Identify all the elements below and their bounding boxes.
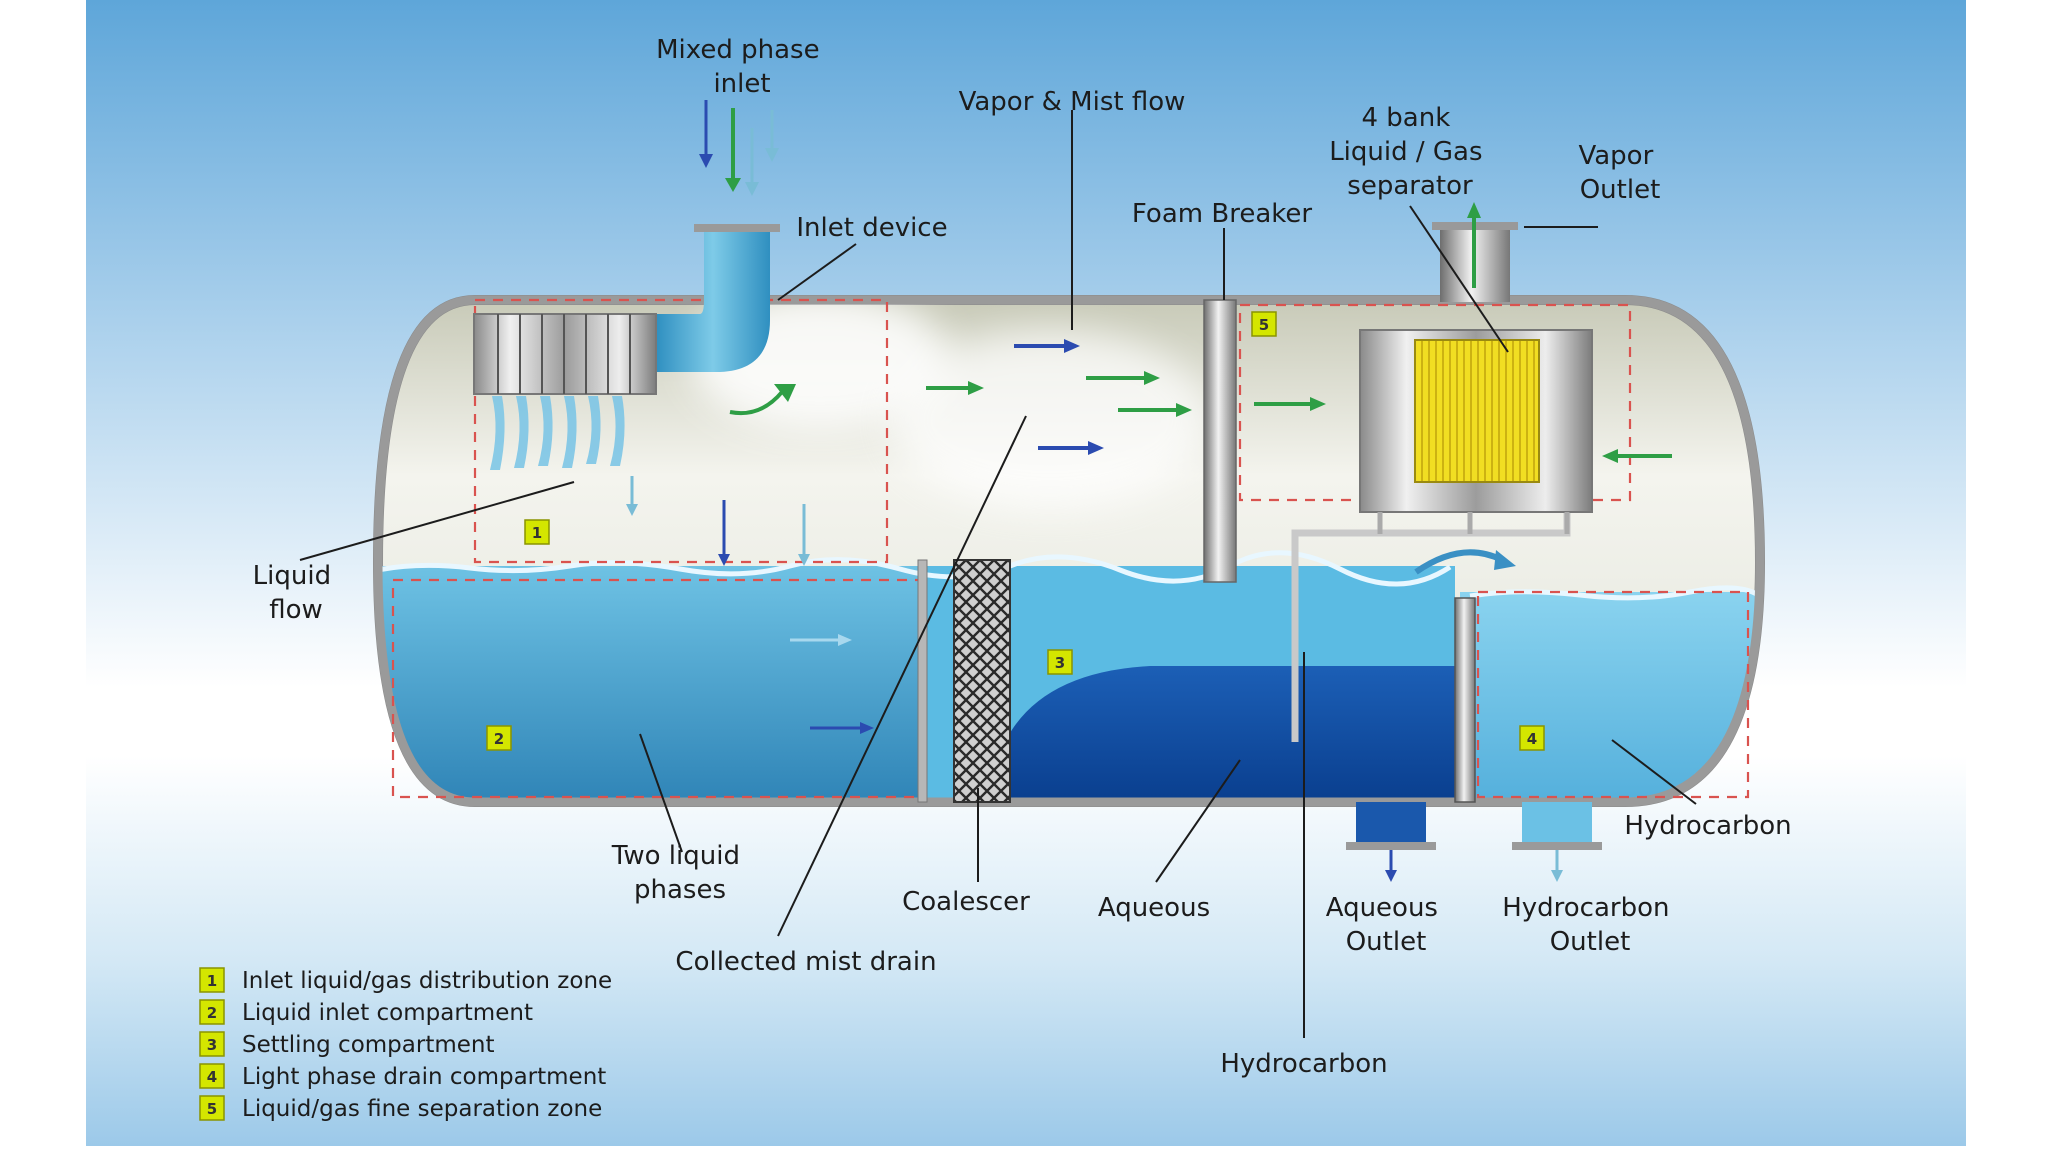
- svg-text:2: 2: [494, 730, 504, 748]
- vapor-arrow-head: [1176, 403, 1192, 417]
- liquid-inlet-compartment-liquid: [378, 566, 925, 802]
- svg-text:Settling compartment: Settling compartment: [242, 1032, 495, 1058]
- vessel-shell: [373, 295, 1765, 807]
- label-coalescer: Coalescer: [902, 887, 1030, 917]
- label-hydrocarbon-outlet: Hydrocarbon Outlet: [1502, 893, 1678, 957]
- svg-text:1: 1: [532, 524, 542, 542]
- svg-text:3: 3: [1055, 654, 1065, 672]
- vapor-arrows: [729, 202, 1672, 463]
- legend-item: 4 Light phase drain compartment: [199, 1063, 606, 1090]
- vessel: [372, 295, 1766, 807]
- liquid-surface: [378, 550, 1452, 587]
- perforated-baffle: [917, 559, 928, 803]
- zone-badge-1: 1: [524, 519, 550, 545]
- label-hydrocarbon-right: Hydrocarbon: [1624, 811, 1791, 841]
- inlet-flange: [694, 224, 780, 232]
- aqueous-layer: [1005, 666, 1455, 800]
- label-vapor-outlet: Vapor Outlet: [1578, 141, 1661, 205]
- weir-plate: [1454, 597, 1476, 803]
- hydrocarbon-outlet-nozzle: [1512, 802, 1602, 850]
- mist-cloud: [890, 330, 1210, 510]
- zone-badge-3: 3: [1047, 649, 1073, 675]
- vapor-arrow-head: [1088, 441, 1104, 455]
- label-inlet-device: Inlet device: [796, 213, 947, 243]
- leader-lines: [299, 110, 1697, 1038]
- label-two-liquid-phases: Two liquid phases: [611, 841, 748, 905]
- svg-text:5: 5: [207, 1100, 217, 1118]
- liquid-spray: [490, 396, 625, 470]
- label-liquid-flow: Liquid flow: [253, 561, 340, 625]
- zone-badge-2: 2: [486, 725, 512, 751]
- vapor-arrow-head: [1310, 397, 1326, 411]
- zone-badges: 1 2 3 4 5: [486, 311, 1545, 751]
- vapor-arrow: [729, 390, 784, 415]
- labels: Mixed phase inlet Vapor & Mist flow 4 ba…: [253, 35, 1792, 1079]
- aqueous-outlet-nozzle: [1346, 802, 1436, 850]
- light-phase-liquid: [1460, 592, 1760, 802]
- label-vapor-mist-flow: Vapor & Mist flow: [959, 87, 1186, 117]
- svg-text:Liquid inlet compartment: Liquid inlet compartment: [242, 1000, 533, 1026]
- label-aqueous-outlet: Aqueous Outlet: [1326, 893, 1447, 957]
- liquid-arrows: [626, 476, 1563, 882]
- foam-breaker: [1203, 299, 1237, 583]
- label-foam-breaker: Foam Breaker: [1132, 199, 1312, 229]
- vapor-outlet-arrow-head: [1467, 202, 1481, 218]
- legend-item: 2 Liquid inlet compartment: [199, 999, 533, 1026]
- svg-text:Light phase drain compartment: Light phase drain compartment: [242, 1064, 606, 1090]
- svg-text:4: 4: [207, 1068, 217, 1086]
- svg-text:4: 4: [1527, 730, 1537, 748]
- overflow-arrow: [1414, 549, 1504, 575]
- label-collected-mist-drain: Collected mist drain: [675, 947, 936, 977]
- liquid-arrow-head: [718, 554, 730, 566]
- vapor-arrow-head: [1602, 449, 1618, 463]
- svg-text:5: 5: [1259, 316, 1269, 334]
- svg-text:Inlet liquid/gas distribution: Inlet liquid/gas distribution zone: [242, 968, 612, 994]
- liquid-arrow-head: [838, 634, 852, 646]
- svg-text:2: 2: [207, 1004, 217, 1022]
- liquid-arrow-head: [626, 504, 638, 516]
- legend-item: 1 Inlet liquid/gas distribution zone: [199, 967, 612, 994]
- zone-1-border: [473, 298, 889, 564]
- vapor-arrow-head: [774, 384, 796, 402]
- distributor-vanes: [497, 314, 631, 394]
- legend-item: 5 Liquid/gas fine separation zone: [199, 1095, 602, 1122]
- coalescer-element: [953, 559, 1011, 803]
- label-aqueous: Aqueous: [1098, 893, 1210, 923]
- vapor-arrow-head: [1064, 339, 1080, 353]
- inlet-arrows: [699, 100, 779, 196]
- inlet-pipe: [656, 232, 770, 372]
- legend: 1 Inlet liquid/gas distribution zone 2 L…: [199, 967, 612, 1122]
- label-hydrocarbon-bottom: Hydrocarbon: [1220, 1049, 1387, 1079]
- zone-badge-4: 4: [1519, 725, 1545, 751]
- svg-text:3: 3: [207, 1036, 217, 1054]
- zone-4-border: [1476, 590, 1750, 799]
- svg-text:Liquid/gas fine separation zon: Liquid/gas fine separation zone: [242, 1096, 602, 1122]
- label-bank-separator: 4 bank Liquid / Gas separator: [1329, 103, 1491, 201]
- zone-badge-5: 5: [1251, 311, 1277, 337]
- svg-text:1: 1: [207, 972, 217, 990]
- aqueous-outlet-arrow-head: [1385, 870, 1397, 882]
- vapor-arrow-head: [1144, 371, 1160, 385]
- vapor-arrow-head: [968, 381, 984, 395]
- inlet-device: [473, 224, 780, 470]
- liquid-arrow-head: [798, 554, 810, 566]
- hydrocarbon-outlet-arrow-head: [1551, 870, 1563, 882]
- separator-core: [1414, 339, 1540, 483]
- liquid-arrow-head: [860, 722, 874, 734]
- legend-item: 3 Settling compartment: [199, 1031, 495, 1058]
- label-mixed-phase-inlet: Mixed phase inlet: [656, 35, 828, 99]
- overflow-arrow-head: [1494, 550, 1516, 570]
- bank-separator: [1359, 329, 1593, 534]
